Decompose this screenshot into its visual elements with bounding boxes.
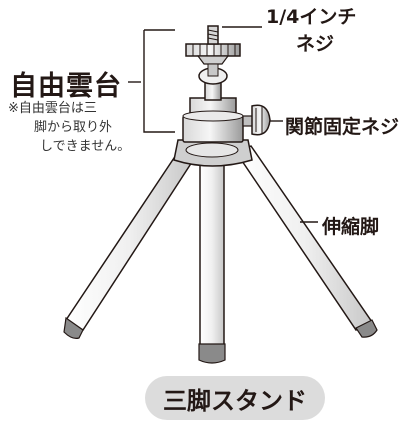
center-leg	[198, 159, 226, 364]
joint-lock-knob	[242, 104, 271, 136]
caption-text: 三脚スタンド	[163, 386, 307, 415]
leader-lines	[128, 26, 318, 223]
screw-label-line-1: 1/4インチ	[266, 6, 357, 28]
telescopic-legs-label: 伸縮脚	[322, 216, 380, 238]
screw-stud	[207, 25, 219, 45]
leg-hub	[173, 139, 253, 167]
joint-lock-label: 関節固定ネジ	[285, 116, 400, 138]
note-line-3: しできません。	[40, 139, 131, 154]
left-leg	[63, 150, 194, 339]
screw-label-line-2: ネジ	[296, 33, 335, 55]
right-leg	[234, 145, 378, 338]
note-line-1: ※自由雲台は三	[8, 101, 97, 116]
head-bracket	[143, 29, 175, 133]
caption-badge: 三脚スタンド	[145, 376, 325, 420]
note-line-2: 脚から取り外	[34, 120, 113, 135]
ball-head-title: 自由雲台	[10, 71, 122, 102]
mount-plate	[185, 43, 241, 77]
ball-head	[182, 67, 244, 143]
